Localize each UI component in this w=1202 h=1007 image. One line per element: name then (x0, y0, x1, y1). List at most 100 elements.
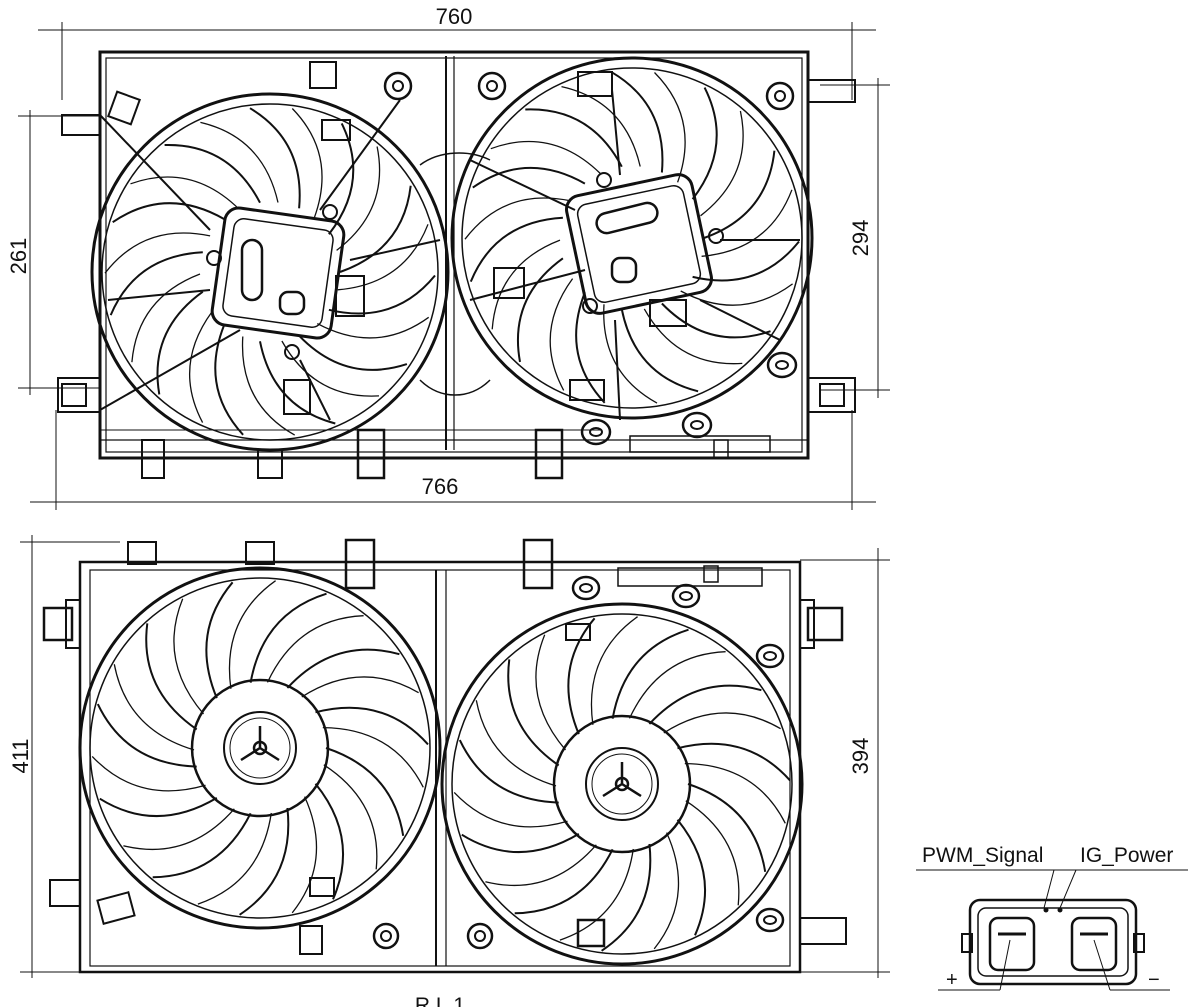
fan-blade-edge (514, 848, 614, 915)
fan-blade-edge (316, 316, 430, 339)
connector-housing (961, 898, 1145, 986)
fan-blade-edge (214, 324, 244, 436)
fan-blade-edge (525, 108, 623, 168)
fan-blade-edge (464, 197, 571, 240)
fan-blade-edge (687, 783, 767, 872)
fan-blade-edge (291, 796, 318, 914)
fan-blade-edge (653, 832, 680, 950)
fan-blade-edge (567, 617, 596, 735)
fan-blade-edge (677, 742, 791, 782)
fan-blade-edge (99, 797, 218, 818)
pwm-signal-label: PWM_Signal (922, 844, 1043, 867)
fan-blade-edge (685, 800, 740, 906)
fan-blade-edge (559, 848, 634, 941)
front-mount-tabs (42, 538, 847, 955)
fan-blade-edge (643, 308, 743, 365)
rear-left-motor (206, 204, 365, 360)
plus-sign: + (946, 969, 958, 991)
dim-760: 760 (38, 4, 876, 100)
fan-blade-edge (173, 598, 204, 715)
fan-blade-edge (676, 819, 706, 936)
fan-blade-edge (336, 146, 381, 251)
fan-blade-edge (684, 762, 786, 824)
minus-sign: − (1148, 969, 1160, 991)
fan-blade-edge (197, 812, 272, 905)
fan-blade-edge (458, 739, 559, 804)
fan-blade-edge (286, 648, 400, 689)
rear-mount-tabs (57, 61, 856, 480)
fan-blade-edge (603, 304, 658, 404)
fan-blade-edge (228, 580, 276, 689)
fan-blade-edge (654, 72, 686, 183)
fan-blade-edge (601, 843, 652, 952)
fan-blade-edge (249, 107, 301, 209)
rear-left-fan-blades (104, 107, 436, 436)
front-right-fan (440, 602, 804, 966)
fan-blade-edge (661, 302, 771, 339)
dim-261: 261 (6, 110, 100, 395)
dim-411: 411 (8, 535, 120, 978)
fan-blade-edge (692, 240, 800, 282)
fan-blade-edge (700, 110, 744, 217)
fan-blade-edge (152, 812, 252, 879)
rear-right-fan (450, 56, 814, 420)
dim-label-394: 394 (848, 738, 873, 775)
fan-blade-edge (96, 703, 197, 768)
fan-blade-edge (490, 140, 601, 174)
fan-blade-edge (156, 290, 204, 395)
fan-blade-edge (703, 150, 776, 239)
fan-blade-edge (328, 274, 436, 315)
rear-right-motor (565, 172, 724, 327)
dim-label-760: 760 (436, 4, 473, 29)
fan-blade-edge (611, 71, 664, 173)
fan-blade-edge (485, 844, 597, 887)
front-right-fan-blades (453, 616, 791, 952)
dim-766: 766 (30, 410, 876, 510)
fan-blade-edge (281, 340, 380, 397)
fan-blade-edge (205, 581, 234, 699)
fan-blade-edge (259, 341, 336, 425)
dim-394: 394 (800, 548, 890, 978)
fan-blade-edge (323, 764, 378, 870)
fan-blade-edge (516, 257, 564, 363)
fan-blade-edge (239, 807, 290, 916)
fan-blade-edge (680, 283, 793, 306)
fan-blade-edge (322, 726, 424, 788)
fan-blade-edge (164, 143, 261, 204)
ig-power-label: IG_Power (1080, 844, 1173, 867)
fan-blade-edge (314, 783, 344, 900)
fan-blade-edge (691, 87, 718, 200)
fan-blade-edge (91, 755, 206, 792)
fan-blade-edge (620, 309, 699, 393)
fan-blade-edge (648, 684, 762, 725)
fan-blade-edge (475, 700, 557, 787)
fan-blade-edge (337, 224, 429, 291)
fan-blade-edge (112, 202, 225, 224)
fan-blade-edge (549, 278, 574, 391)
fan-blade-edge (266, 615, 364, 683)
fan-blade-edge (701, 189, 793, 257)
fan-blade-edge (123, 808, 235, 851)
fan-blade-edge (453, 791, 568, 828)
front-left-fan (78, 566, 442, 930)
dim-label-766: 766 (422, 474, 459, 499)
fan-blade-edge (507, 659, 560, 767)
fan-blade-edge (339, 185, 412, 273)
fan-blade-edge (188, 311, 213, 423)
fan-blade-edge (315, 706, 429, 746)
fan-blade-edge (628, 651, 726, 719)
fan-blade-edge (611, 628, 689, 719)
connector-detail: PWM_Signal IG_Power + − (916, 844, 1188, 991)
fan-blade-edge (472, 166, 586, 189)
fan-blade-edge (298, 335, 408, 371)
fan-blade-edge (663, 712, 781, 734)
fan-blade-edge (590, 616, 638, 725)
rear-right-fan-blades (464, 71, 800, 404)
fan-blade-edge (241, 336, 296, 436)
fan-blade-edge (325, 747, 405, 836)
fan-blade-edge (200, 121, 279, 203)
dim-label-294: 294 (848, 220, 873, 257)
fan-blade-edge (301, 676, 419, 698)
fan-blade-edge (469, 216, 563, 282)
